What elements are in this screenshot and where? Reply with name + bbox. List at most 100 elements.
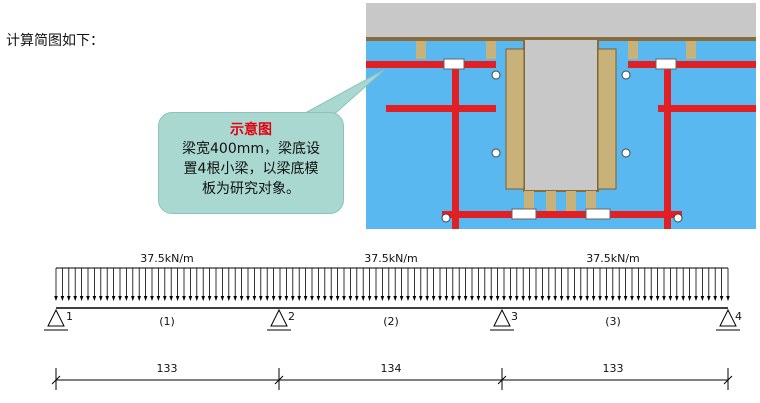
beam-bottom-joist (524, 191, 534, 213)
load-arrow-head (335, 296, 340, 301)
load-arrow-head (99, 296, 103, 301)
load-arrow-head (374, 296, 378, 301)
pipe-top-right (628, 61, 756, 68)
load-arrow-head (278, 296, 282, 301)
dimension-label: 133 (157, 362, 178, 375)
load-label: 37.5kN/m (140, 252, 194, 265)
beam-bottom-joist (546, 191, 556, 213)
load-arrow-head (700, 296, 705, 301)
load-arrow-head (483, 296, 487, 301)
dimension-label: 133 (603, 362, 624, 375)
load-arrow-head (617, 296, 621, 301)
slab-joist (416, 41, 426, 59)
load-arrow-head (137, 296, 141, 301)
pipe-clamp (585, 208, 611, 220)
load-arrow-head (553, 296, 557, 301)
load-arrow-head (623, 296, 628, 301)
load-arrow-head (438, 296, 442, 301)
load-arrow-head (687, 296, 692, 301)
dimension-slash (51, 375, 61, 385)
load-arrow-head (195, 296, 199, 301)
load-arrow-head (515, 296, 519, 301)
intro-text: 计算简图如下： (6, 33, 104, 49)
load-arrow-head (207, 296, 212, 301)
bolt-coupler (673, 213, 683, 223)
support-label: 1 (66, 310, 73, 323)
load-arrow-head (425, 296, 429, 301)
load-arrow-head (508, 296, 513, 301)
load-arrow-head (233, 296, 237, 301)
load-arrow-head (393, 296, 397, 301)
concrete-slab (366, 3, 756, 39)
bolt-coupler (491, 148, 501, 158)
support-label: 2 (288, 310, 295, 323)
load-arrow-head (566, 296, 570, 301)
load-arrow-head (668, 296, 673, 301)
load-arrow-head (342, 296, 346, 301)
pin-support (490, 308, 514, 331)
load-arrow-head (323, 296, 327, 301)
load-arrow-head (527, 296, 532, 301)
slab-joist (628, 41, 638, 59)
dimension-slash (497, 375, 507, 385)
load-arrow-head (540, 296, 545, 301)
load-arrow-head (188, 296, 193, 301)
load-arrow-head (239, 296, 244, 301)
span-label: (2) (383, 315, 399, 328)
load-arrow-head (73, 296, 77, 301)
load-arrow-head (643, 296, 647, 301)
pipe-clamp (511, 208, 537, 220)
load-arrow-head (521, 296, 525, 301)
load-arrow-head (406, 296, 410, 301)
load-arrow-head (291, 296, 295, 301)
side-timber-left (505, 48, 525, 190)
load-arrow-head (694, 296, 698, 301)
slab-joist (486, 41, 496, 59)
load-arrow-head (131, 296, 135, 301)
formwork-schematic (366, 3, 756, 229)
load-arrow-head (412, 296, 417, 301)
load-arrow-head (303, 296, 308, 301)
pin-support (716, 308, 740, 331)
span-label: (1) (159, 315, 175, 328)
load-arrow-head (457, 296, 461, 301)
load-arrow-head (387, 296, 391, 301)
load-label: 37.5kN/m (586, 252, 640, 265)
load-arrow-head (67, 296, 71, 301)
load-arrow-head (726, 296, 730, 301)
pipe-vertical-right (664, 61, 671, 229)
load-arrow-head (547, 296, 551, 301)
pipe-mid-right (658, 105, 756, 112)
load-arrow-head (572, 296, 577, 301)
load-arrow-head (630, 296, 634, 301)
pin-support (44, 308, 68, 331)
beam-bottom-joist (586, 191, 596, 213)
load-arrow-head (591, 296, 596, 301)
support-label: 4 (735, 310, 742, 323)
load-arrow-head (431, 296, 436, 301)
load-arrow-head (713, 296, 717, 301)
load-arrow-head (598, 296, 602, 301)
load-arrow-head (259, 296, 263, 301)
load-arrow-head (105, 296, 109, 301)
beam-bottom-joist (566, 191, 576, 213)
load-arrow-head (156, 296, 161, 301)
load-arrow-head (297, 296, 301, 301)
load-arrow-head (329, 296, 333, 301)
load-arrow-head (175, 296, 180, 301)
load-arrow-head (284, 296, 289, 301)
load-arrow-head (316, 296, 321, 301)
load-arrow-head (355, 296, 359, 301)
bolt-coupler (621, 70, 631, 80)
load-arrow-head (367, 296, 372, 301)
load-arrow-head (227, 296, 231, 301)
support-label: 3 (511, 310, 518, 323)
load-arrow-head (143, 296, 148, 301)
load-label: 37.5kN/m (364, 252, 418, 265)
load-arrow-head (220, 296, 225, 301)
load-arrow-head (246, 296, 250, 301)
bolt-coupler (621, 148, 631, 158)
load-arrow-head (470, 296, 474, 301)
load-arrow-head (92, 296, 97, 301)
load-arrow-head (719, 296, 724, 301)
